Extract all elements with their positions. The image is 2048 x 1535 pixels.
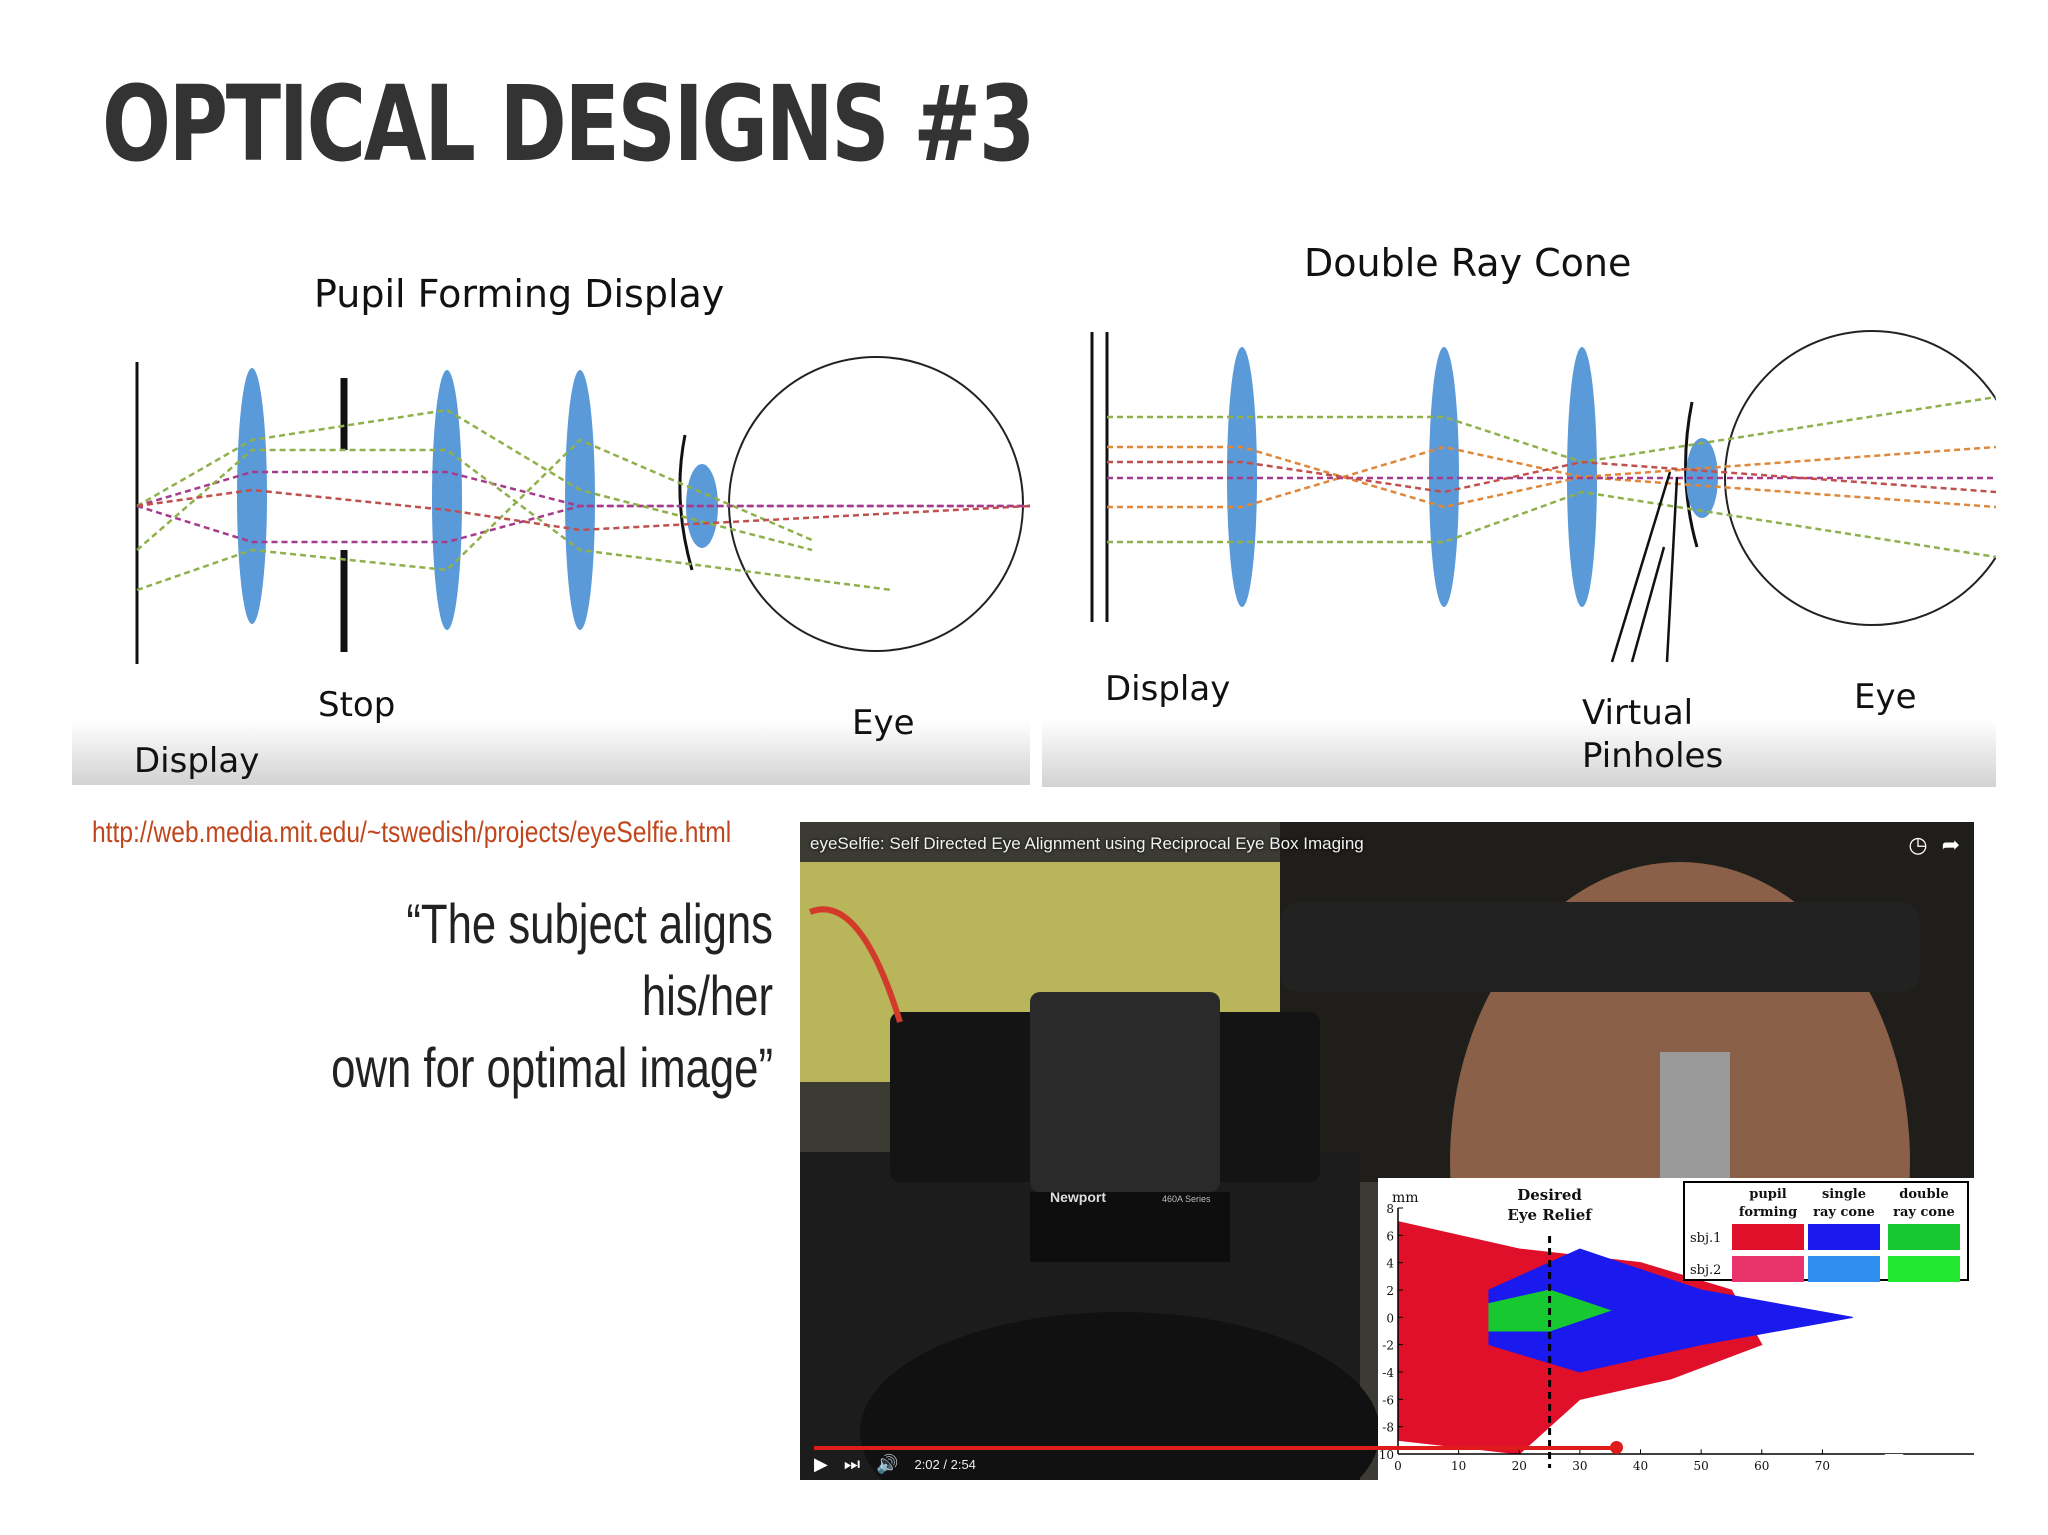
legend-column-label: pupil bbox=[1749, 1187, 1787, 1202]
diagram-title: Double Ray Cone bbox=[1304, 241, 1631, 285]
display-label: Display bbox=[134, 741, 259, 781]
legend-row-label: sbj.2 bbox=[1690, 1263, 1721, 1278]
x-tick-label: 10 bbox=[1451, 1459, 1466, 1473]
volume-icon[interactable]: 🔊 bbox=[876, 1454, 899, 1474]
x-tick-label: 0 bbox=[1394, 1459, 1402, 1473]
quote-line: own for optimal image” bbox=[331, 1036, 773, 1099]
wires bbox=[808, 906, 903, 1023]
legend-swatch bbox=[1732, 1224, 1804, 1250]
y-tick-label: -6 bbox=[1382, 1393, 1394, 1407]
lens bbox=[432, 370, 462, 630]
video-title: eyeSelfie: Self Directed Eye Alignment u… bbox=[810, 834, 1364, 853]
x-tick-label: 60 bbox=[1754, 1459, 1769, 1473]
y-tick-label: 0 bbox=[1386, 1311, 1394, 1325]
quote-line: “The subject aligns his/her bbox=[406, 892, 773, 1027]
legend-column-label: ray cone bbox=[1813, 1205, 1875, 1220]
legend-swatch bbox=[1888, 1224, 1960, 1250]
progress-fill bbox=[814, 1446, 1617, 1450]
x-tick-label: 70 bbox=[1815, 1459, 1830, 1473]
y-tick-label: 8 bbox=[1386, 1202, 1394, 1216]
series-area bbox=[1488, 1248, 1853, 1373]
camera-lens-housing bbox=[1030, 992, 1220, 1192]
legend-swatch bbox=[1808, 1224, 1880, 1250]
pinhole-arrows bbox=[1610, 471, 1679, 663]
settings-icon[interactable]: ⚙ bbox=[1916, 1456, 1931, 1473]
quote: “The subject aligns his/her own for opti… bbox=[274, 888, 773, 1104]
diagram-title: Pupil Forming Display bbox=[314, 272, 724, 316]
rays bbox=[1107, 395, 1996, 559]
time-readout: 2:02 / 2:54 bbox=[914, 1457, 976, 1472]
y-axis-label: mm bbox=[1392, 1190, 1419, 1206]
cornea bbox=[678, 434, 694, 571]
source-link[interactable]: http://web.media.mit.edu/~tswedish/proje… bbox=[92, 816, 732, 849]
progress-knob[interactable] bbox=[1610, 1441, 1624, 1454]
x-tick-label: 50 bbox=[1694, 1459, 1709, 1473]
play-icon[interactable]: ▶ bbox=[814, 1454, 828, 1474]
y-tick-label: 4 bbox=[1386, 1257, 1394, 1271]
double-ray-cone-diagram: Double Ray Cone Display Virtual Pinholes… bbox=[1042, 222, 1996, 787]
annotation-text: Eye Relief bbox=[1507, 1206, 1593, 1224]
y-tick-label: -8 bbox=[1382, 1421, 1394, 1435]
next-icon[interactable]: ⏭ bbox=[843, 1454, 861, 1474]
eye-circle bbox=[1724, 330, 1996, 626]
brand-text: Newport bbox=[1050, 1189, 1106, 1205]
y-tick-label: 2 bbox=[1386, 1284, 1394, 1298]
clock-icon[interactable]: ◷ bbox=[1908, 832, 1928, 857]
legend-row-label: sbj.1 bbox=[1690, 1231, 1721, 1246]
x-tick-label: 30 bbox=[1572, 1459, 1587, 1473]
mount bbox=[1030, 1192, 1230, 1262]
display-label: Display bbox=[1105, 669, 1230, 709]
y-tick-label: 6 bbox=[1386, 1229, 1394, 1243]
cornea bbox=[1684, 401, 1699, 548]
lens bbox=[237, 368, 267, 624]
share-icon[interactable]: ➦ bbox=[1941, 832, 1960, 857]
jacket bbox=[860, 1312, 1380, 1480]
lens bbox=[1429, 347, 1459, 607]
y-tick-label: -10 bbox=[1378, 1448, 1394, 1462]
legend-swatch bbox=[1732, 1256, 1804, 1282]
x-tick-label: 20 bbox=[1512, 1459, 1527, 1473]
legend-column-label: double bbox=[1899, 1187, 1949, 1202]
cc-icon[interactable]: CC bbox=[1883, 1454, 1905, 1474]
headrest-strap bbox=[1280, 902, 1920, 992]
x-tick-label: 40 bbox=[1633, 1459, 1648, 1473]
video-player[interactable]: Newport 460A Series eyeSelfie: Self Dire… bbox=[800, 822, 1974, 1480]
legend: pupil forming single ray cone double ray cone… bbox=[1683, 1181, 1969, 1282]
legend-swatch bbox=[1888, 1256, 1960, 1282]
annotation-text: Desired bbox=[1517, 1186, 1582, 1204]
fullscreen-exit-icon[interactable]: ✖ bbox=[1942, 1456, 1956, 1473]
slide-title: OPTICAL DESIGNS #3 bbox=[102, 63, 1035, 185]
pupil-forming-diagram: Pupil Forming Display Stop Eye Display bbox=[72, 250, 1030, 785]
eye-label: Eye bbox=[1854, 677, 1917, 717]
legend-column-label: ray cone bbox=[1893, 1205, 1955, 1220]
virtual-label: Virtual bbox=[1582, 693, 1693, 733]
y-tick-label: -2 bbox=[1382, 1339, 1394, 1353]
eye-circle bbox=[728, 356, 1024, 652]
stop-label: Stop bbox=[318, 685, 395, 725]
rays bbox=[136, 408, 1030, 592]
lens bbox=[565, 370, 595, 630]
eye-label: Eye bbox=[852, 703, 915, 743]
pinholes-label: Pinholes bbox=[1582, 736, 1723, 776]
legend-column-label: single bbox=[1822, 1187, 1866, 1202]
progress-bar[interactable] bbox=[814, 1441, 1960, 1454]
legend-column-label: forming bbox=[1739, 1205, 1797, 1220]
model-text: 460A Series bbox=[1162, 1194, 1211, 1204]
legend-swatch bbox=[1808, 1256, 1880, 1282]
y-tick-label: -4 bbox=[1382, 1366, 1394, 1380]
